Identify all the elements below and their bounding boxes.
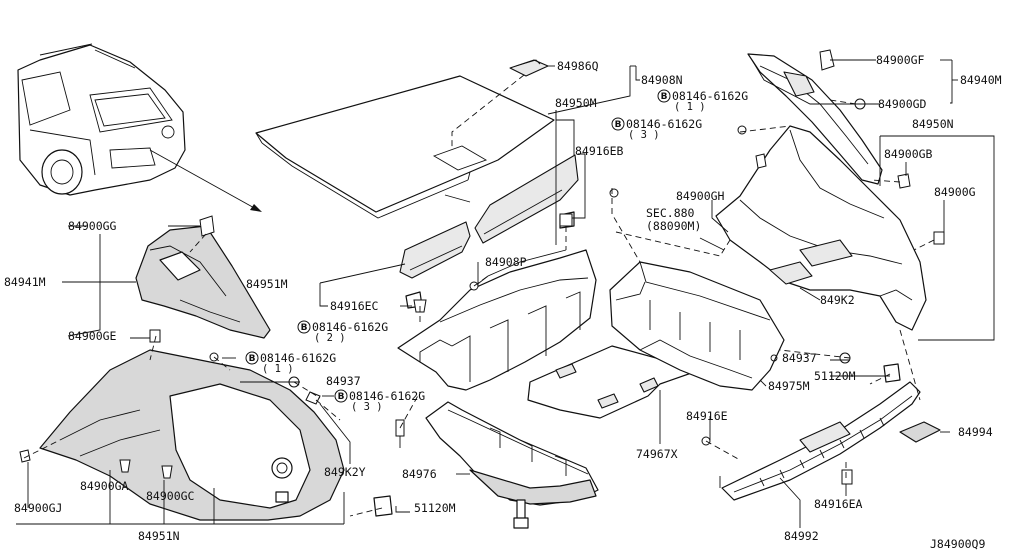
bolt-marker-1: B	[657, 89, 671, 103]
label-51120M-right: 51120M	[814, 369, 856, 383]
label-bolt-5: 08146-6162G	[349, 389, 425, 403]
leader-lines	[16, 59, 995, 528]
svg-text:B: B	[338, 392, 345, 402]
label-84950M: 84950M	[555, 96, 597, 110]
label-84937-right: 84937	[782, 351, 817, 365]
bolt-marker-5: B	[334, 389, 348, 403]
label-84950N: 84950N	[912, 117, 954, 131]
label-74967X: 74967X	[636, 447, 678, 461]
label-84916EA: 84916EA	[814, 497, 863, 511]
part-labels: 84986Q 84908N 84950M 84916EB 08146-6162G…	[4, 53, 1002, 551]
label-84900G: 84900G	[934, 185, 976, 199]
svg-text:B: B	[301, 323, 308, 333]
label-84900GB: 84900GB	[884, 147, 933, 161]
label-84951M: 84951M	[246, 277, 288, 291]
bolt-marker-2: B	[611, 117, 625, 131]
part-84951N-shape	[39, 349, 345, 521]
label-84976: 84976	[402, 467, 437, 481]
diagram-code: J84900Q9	[930, 537, 985, 551]
part-84992-shape	[721, 381, 921, 501]
bolt-marker-3: B	[297, 320, 311, 334]
label-51120M-left: 51120M	[414, 501, 456, 515]
label-bolt-2: 08146-6162G	[626, 117, 702, 131]
label-84900GA: 84900GA	[80, 479, 129, 493]
label-84900GJ: 84900GJ	[14, 501, 62, 515]
part-84908P-shape	[397, 249, 597, 391]
label-bolt-1-qty: ( 1 )	[674, 101, 706, 113]
label-bolt-1: 08146-6162G	[672, 89, 748, 103]
label-84940M: 84940M	[960, 73, 1002, 87]
label-84900GF: 84900GF	[876, 53, 925, 67]
fasteners	[19, 49, 945, 485]
label-bolt-4-qty: ( 1 )	[262, 363, 294, 375]
label-84900GE: 84900GE	[68, 329, 117, 343]
label-84951N: 84951N	[138, 529, 180, 543]
part-74967X-shape	[527, 345, 701, 419]
part-84986Q-shape	[509, 59, 549, 77]
label-849K2Y: 849K2Y	[324, 465, 366, 479]
label-84986Q: 84986Q	[557, 59, 599, 73]
label-84941M: 84941M	[4, 275, 46, 289]
label-84916E: 84916E	[686, 409, 728, 423]
label-84994: 84994	[958, 425, 993, 439]
svg-text:B: B	[661, 92, 668, 102]
label-84900GC: 84900GC	[146, 489, 195, 503]
label-84900GD: 84900GD	[878, 97, 927, 111]
label-bolt-2-qty: ( 3 )	[628, 129, 660, 141]
label-84916EC: 84916EC	[330, 299, 379, 313]
label-bolt-3-qty: ( 2 )	[314, 332, 346, 344]
label-84916EB: 84916EB	[575, 144, 624, 158]
label-84900GH: 84900GH	[676, 189, 725, 203]
vehicle-illustration	[17, 43, 262, 212]
label-bolt-3: 08146-6162G	[312, 320, 388, 334]
label-849K2: 849K2	[820, 293, 855, 307]
part-84975M-shape	[609, 261, 785, 391]
bolt-marker-4: B	[245, 351, 259, 365]
part-84941M-shape	[135, 225, 271, 339]
label-84900GG: 84900GG	[68, 219, 117, 233]
part-84950M-shapes	[399, 154, 579, 309]
svg-text:B: B	[249, 354, 256, 364]
label-84975M: 84975M	[768, 379, 810, 393]
label-bolt-5-qty: ( 3 )	[351, 401, 383, 413]
svg-text:B: B	[615, 120, 622, 130]
label-sec880: SEC.880	[646, 206, 695, 220]
assembly-phantom-lines	[23, 74, 935, 517]
part-84994-shape	[899, 421, 941, 443]
part-84976-shape	[425, 401, 599, 529]
trunk-floor-board	[255, 75, 555, 219]
label-bolt-4: 08146-6162G	[260, 351, 336, 365]
label-84908P: 84908P	[485, 255, 527, 269]
part-51120M-shapes	[373, 363, 901, 517]
label-88090M: (88090M)	[646, 219, 701, 233]
label-84937-left: 84937	[326, 374, 361, 388]
label-84908N: 84908N	[641, 73, 683, 87]
label-84992: 84992	[784, 529, 819, 543]
